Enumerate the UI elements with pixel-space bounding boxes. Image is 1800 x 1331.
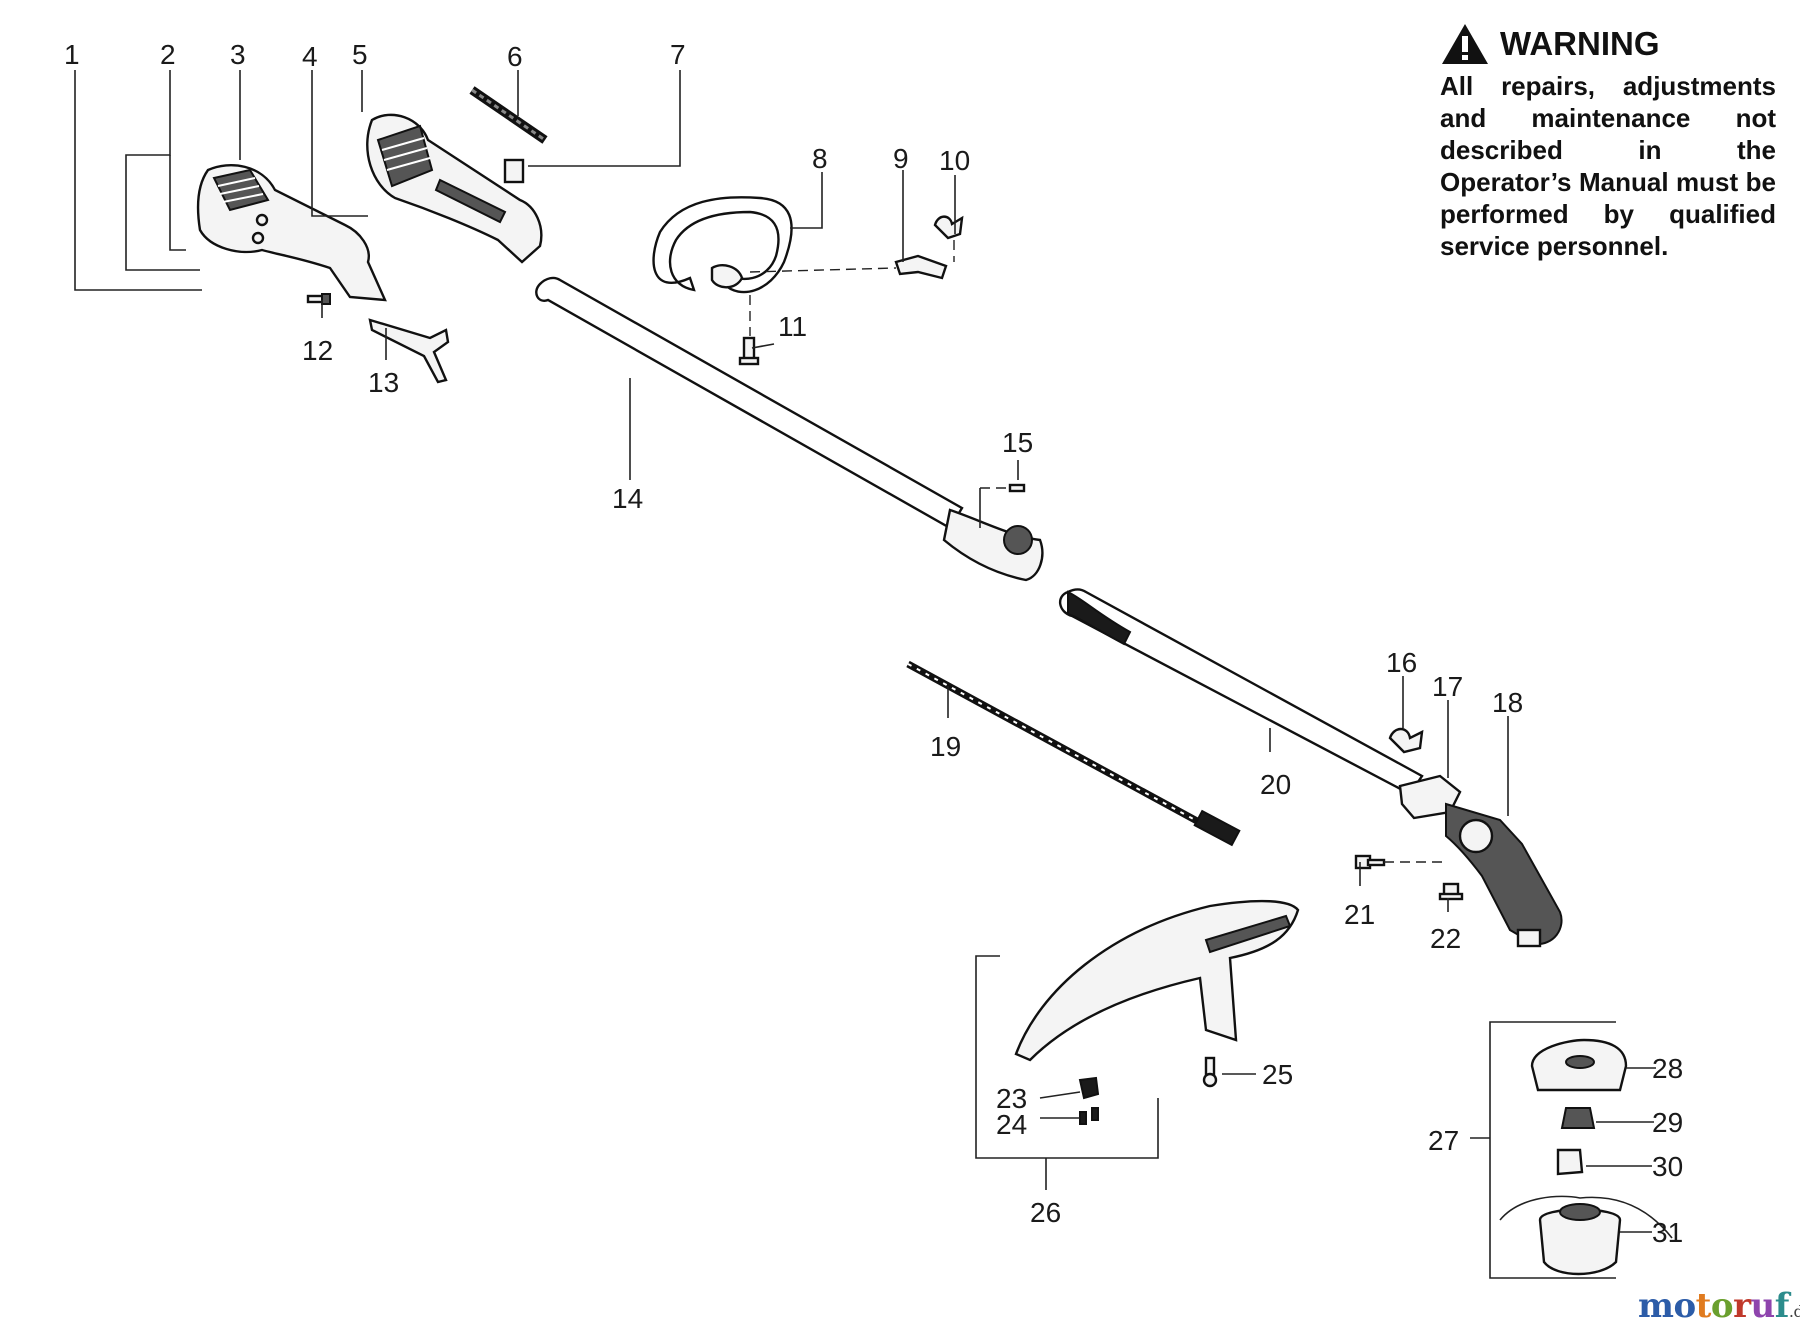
callout-3: 3 [230, 39, 246, 70]
part-coupler-knob [1003, 525, 1033, 555]
callout-5: 5 [352, 39, 368, 70]
callout-6: 6 [507, 41, 523, 72]
part-screw-11 [738, 336, 760, 366]
watermark-part: o [1710, 1286, 1734, 1326]
callout-2: 2 [160, 39, 176, 70]
callout-22: 22 [1430, 923, 1461, 954]
part-handle-housing-right [366, 113, 543, 264]
watermark-part: r [1733, 1286, 1751, 1326]
part-screw-12 [306, 293, 331, 305]
callout-31: 31 [1652, 1217, 1683, 1248]
part-lower-tube [1059, 588, 1424, 796]
part-wing-nut-16 [1388, 727, 1424, 754]
callout-20: 20 [1260, 769, 1291, 800]
callout-25: 25 [1262, 1059, 1293, 1090]
callout-8: 8 [812, 143, 828, 174]
callout-7: 7 [670, 39, 686, 70]
callout-1: 1 [64, 39, 80, 70]
part-screw-25 [1202, 1056, 1218, 1088]
part-screw-22 [1438, 882, 1464, 901]
part-screw-21 [1354, 854, 1386, 870]
warning-text: All repairs, adjustments and maintenance… [1440, 71, 1776, 261]
part-screw-15 [1008, 483, 1026, 493]
part-drive-shaft [906, 660, 1241, 847]
callout-19: 19 [930, 731, 961, 762]
leader-lines [74, 70, 1656, 1279]
part-spring [1560, 1107, 1596, 1129]
callout-21: 21 [1344, 899, 1375, 930]
callout-29: 29 [1652, 1107, 1683, 1138]
callout-28: 28 [1652, 1053, 1683, 1084]
callout-15: 15 [1002, 427, 1033, 458]
callout-11: 11 [778, 311, 807, 342]
part-lower-tube-end [1067, 590, 1132, 646]
callout-numbers: 1 2 3 4 5 6 7 8 9 10 11 12 13 14 15 16 1… [64, 39, 1683, 1248]
callout-14: 14 [612, 483, 643, 514]
watermark-part: mo [1638, 1286, 1696, 1326]
part-handle-housing-left [196, 163, 387, 302]
part-tube-coupler [942, 508, 1044, 582]
part-clip-23 [1078, 1076, 1100, 1100]
callout-30: 30 [1652, 1151, 1683, 1182]
watermark-part: u [1750, 1286, 1775, 1326]
part-throttle-trigger [368, 318, 450, 384]
part-gearhead-arbor [1516, 928, 1542, 948]
watermark-logo: motoruf.de [1638, 1286, 1800, 1326]
part-trimmer-line [1499, 1195, 1673, 1239]
warning-heading: WARNING [1500, 25, 1660, 62]
part-spool-hub [1559, 1203, 1601, 1221]
callout-12: 12 [302, 335, 333, 366]
part-wire [469, 86, 548, 144]
part-cover-hub [1565, 1055, 1595, 1069]
callout-24: 24 [996, 1109, 1027, 1140]
watermark-part: f [1774, 1286, 1790, 1326]
callout-17: 17 [1432, 671, 1463, 702]
part-screws-24 [1079, 1107, 1099, 1125]
callout-16: 16 [1386, 647, 1417, 678]
callout-10: 10 [939, 145, 970, 176]
part-shield-bracket [1204, 914, 1292, 954]
watermark-part: t [1695, 1286, 1712, 1326]
callout-13: 13 [368, 367, 399, 398]
warning-triangle-icon [1442, 24, 1488, 64]
callout-9: 9 [893, 143, 909, 174]
part-connector [503, 158, 525, 184]
callout-4: 4 [302, 41, 318, 72]
part-wing-nut-10 [933, 215, 964, 240]
callout-23: 23 [996, 1083, 1027, 1114]
part-bracket [894, 254, 948, 280]
warning-heading-row: WARNING [1440, 22, 1776, 66]
callout-26: 26 [1030, 1197, 1061, 1228]
warning-notice: WARNING All repairs, adjustments and mai… [1440, 22, 1776, 262]
part-loop-handle-clamp [710, 264, 744, 289]
part-eyelet [1556, 1148, 1584, 1176]
callout-18: 18 [1492, 687, 1523, 718]
part-gearhead-collar [1458, 818, 1494, 854]
part-upper-tube [535, 276, 964, 530]
callout-27: 27 [1428, 1125, 1459, 1156]
watermark-tld: .de [1788, 1302, 1800, 1321]
